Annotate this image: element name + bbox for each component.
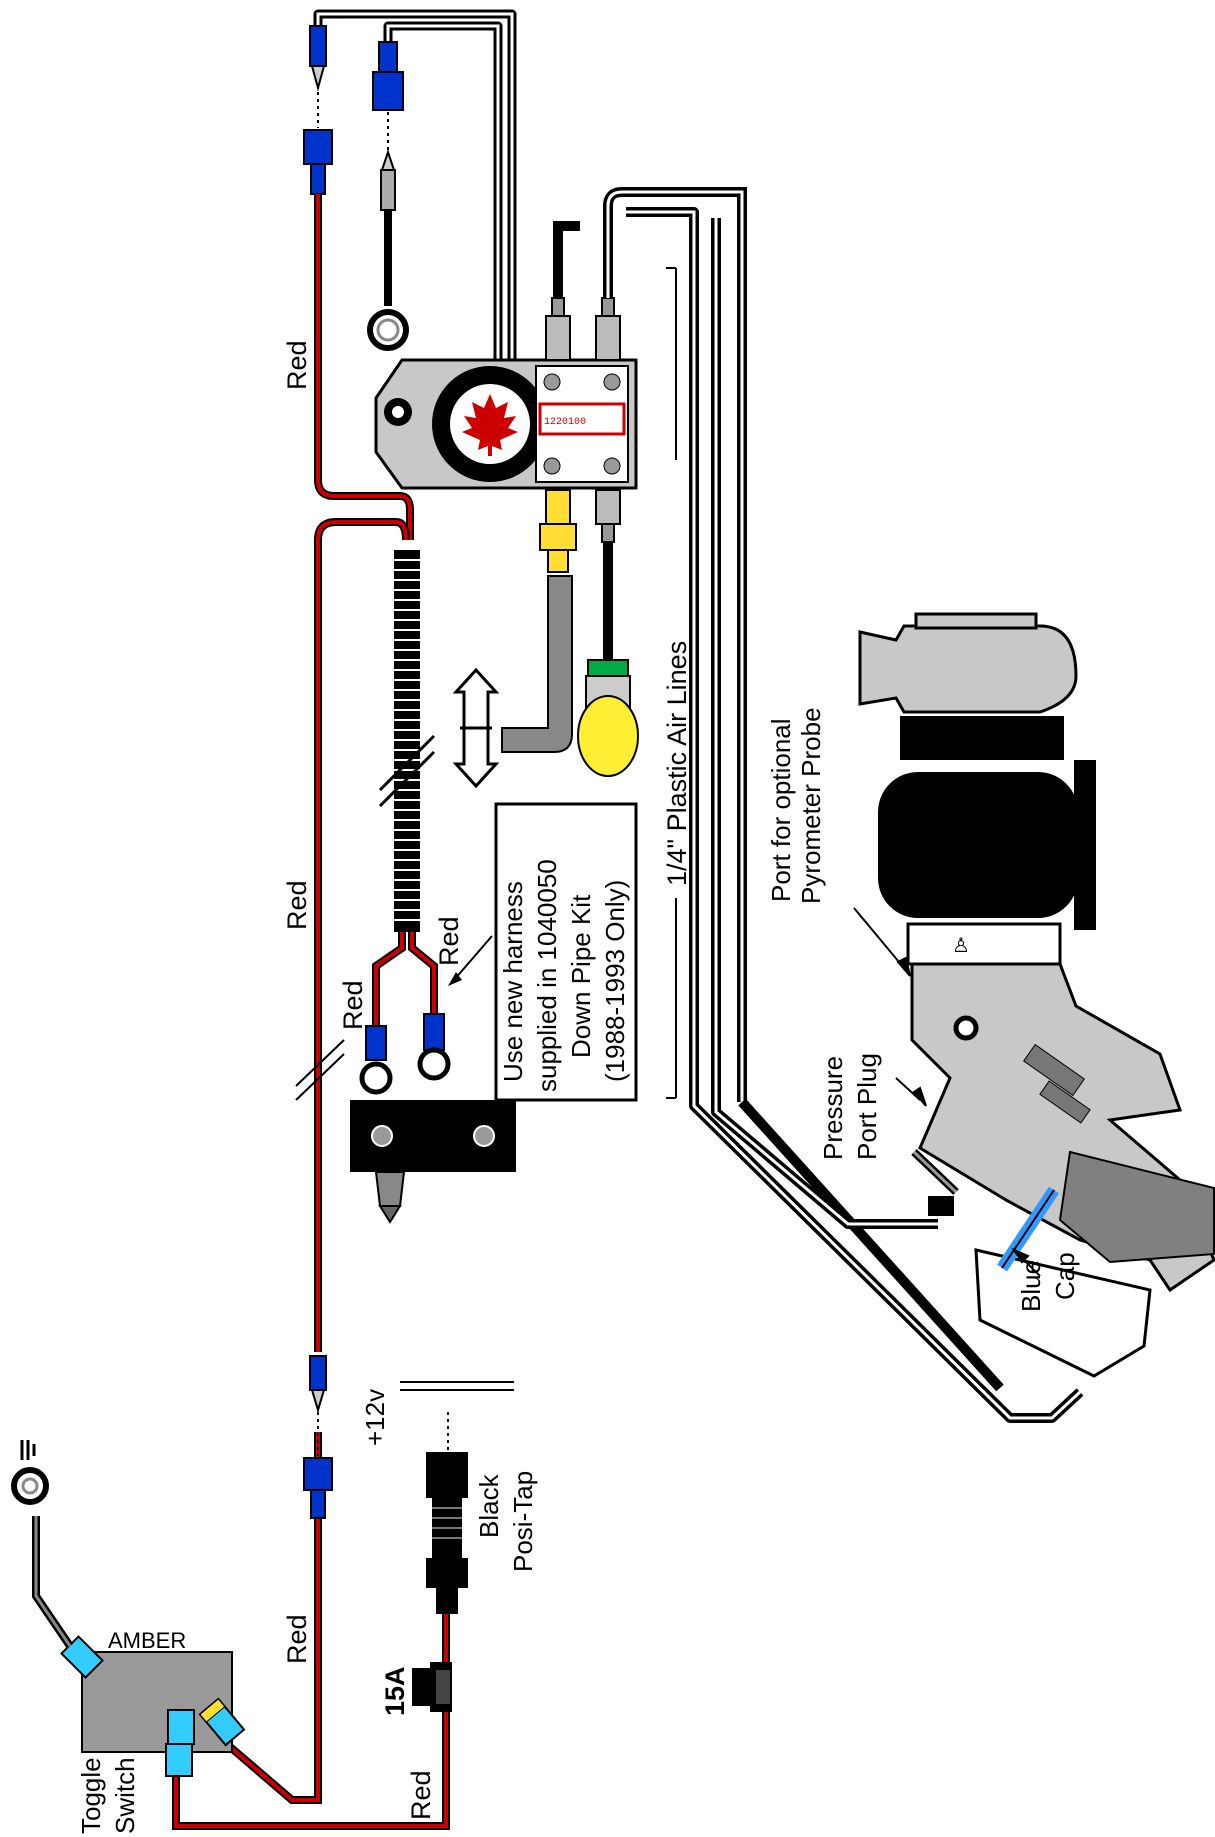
grey-elbow-hose bbox=[501, 575, 573, 753]
blue-cap-assembly bbox=[911, 1149, 1152, 1378]
label-pressure-2: Port Plug bbox=[852, 1053, 882, 1160]
harness-note-box bbox=[494, 802, 638, 1102]
label-toggle-2: Switch bbox=[110, 1757, 140, 1834]
solenoid-ground-lead bbox=[367, 41, 409, 351]
label-pressure-1: Pressure bbox=[818, 1056, 848, 1160]
valve-part-number: 1220100 bbox=[544, 417, 586, 428]
label-red-lower: Red bbox=[282, 1614, 312, 1664]
label-pyrometer-2: Pyrometer Probe bbox=[796, 707, 826, 904]
toggle-switch bbox=[60, 1635, 246, 1777]
label-red-bottom: Red bbox=[406, 1770, 436, 1820]
power-red-wire bbox=[172, 1614, 450, 1830]
label-red-top: Red bbox=[282, 340, 312, 390]
note-line-4: (1988-1993 Only) bbox=[600, 880, 630, 1082]
fuse-15a bbox=[412, 1662, 452, 1712]
maple-leaf-icon bbox=[462, 394, 518, 456]
label-red-harness-a: Red bbox=[338, 980, 368, 1030]
red-main-wire bbox=[314, 194, 414, 1352]
svg-text:♙: ♙ bbox=[952, 935, 970, 957]
top-black-wires bbox=[313, 9, 517, 360]
label-red-harness-b: Red bbox=[434, 916, 464, 966]
top-left-connector-stack bbox=[303, 25, 333, 195]
label-toggle-1: Toggle bbox=[76, 1757, 106, 1834]
pressure-switch bbox=[350, 1100, 516, 1224]
note-line-3: Down Pipe Kit bbox=[566, 894, 596, 1058]
label-pyrometer-1: Port for optional bbox=[766, 718, 796, 902]
plus12v-lines bbox=[400, 1381, 514, 1452]
ground-lead bbox=[11, 1440, 74, 1649]
valve-bottom-fittings bbox=[539, 489, 639, 777]
solenoid-valve: 1220100 bbox=[374, 358, 638, 490]
label-fuse: 15A bbox=[380, 1666, 410, 1716]
turbocharger: ♙ bbox=[858, 612, 1096, 966]
down-pipe bbox=[910, 962, 1215, 1293]
label-blue-cap-2: Cap bbox=[1050, 1252, 1080, 1300]
lower-connector-stack bbox=[303, 1355, 333, 1519]
posi-tap bbox=[426, 1452, 468, 1614]
note-pointer-arrow bbox=[448, 935, 493, 986]
label-plus12v: +12v bbox=[360, 1389, 390, 1446]
label-posi-tap-1: Black bbox=[474, 1473, 504, 1538]
ground-icon bbox=[11, 1440, 49, 1505]
note-line-2: supplied in 1040050 bbox=[532, 859, 562, 1092]
valve-top-fittings bbox=[545, 297, 621, 361]
harness-coil bbox=[359, 550, 451, 1095]
label-red-middle: Red bbox=[282, 880, 312, 930]
wire-break-marks bbox=[295, 1039, 345, 1101]
air-lines-bracket bbox=[666, 267, 677, 1099]
label-posi-tap-2: Posi-Tap bbox=[508, 1471, 538, 1572]
pointer-arrows bbox=[853, 907, 1041, 1277]
label-air-lines: 1/4" Plastic Air Lines bbox=[662, 641, 692, 886]
double-arrow-icon bbox=[452, 667, 500, 789]
label-blue-cap-1: Blue bbox=[1016, 1260, 1046, 1312]
note-line-1: Use new harness bbox=[498, 881, 528, 1082]
label-amber: AMBER bbox=[108, 1628, 186, 1653]
lower-red-wire bbox=[219, 1432, 322, 1804]
